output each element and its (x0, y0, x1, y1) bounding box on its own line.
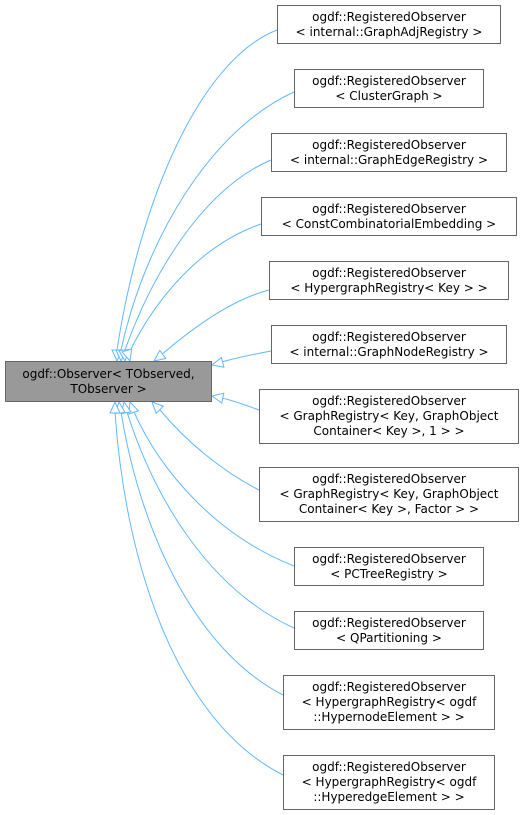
node-line: < internal::GraphAdjRegistry > (295, 24, 483, 39)
inheritance-arrowhead (109, 400, 121, 414)
node-line: ogdf::RegisteredObserver (312, 394, 466, 408)
node-line: < ConstCombinatorialEmbedding > (281, 216, 497, 231)
inheritance-edge (133, 411, 295, 567)
inheritance-arrowhead (210, 392, 225, 404)
derived-node-const-combinatorial-embedding[interactable]: ogdf::RegisteredObserver < ConstCombinat… (261, 197, 517, 236)
node-line: < internal::GraphEdgeRegistry > (290, 152, 488, 167)
base-class-node[interactable]: ogdf::Observer< TObserved, TObserver > (5, 361, 212, 402)
node-line: < internal::GraphNodeRegistry > (289, 344, 489, 359)
derived-node-hypergraph-registry-hyperedge[interactable]: ogdf::RegisteredObserver < HypergraphReg… (283, 755, 495, 810)
inheritance-edge (126, 411, 295, 629)
node-line: ogdf::RegisteredObserver (312, 472, 466, 486)
inheritance-arrowhead (153, 349, 167, 362)
inheritance-edge (159, 289, 270, 357)
derived-node-hypergraph-registry-key[interactable]: ogdf::RegisteredObserver < HypergraphReg… (269, 261, 509, 300)
derived-node-graph-edge-registry[interactable]: ogdf::RegisteredObserver < internal::Gra… (271, 133, 507, 172)
base-class-line-2: TObserver > (70, 381, 147, 396)
derived-node-q-partitioning[interactable]: ogdf::RegisteredObserver < QPartitioning… (294, 611, 484, 650)
base-class-line-1: ogdf::Observer< TObserved, (22, 366, 195, 381)
node-line: < GraphRegistry< Key, GraphObject (279, 409, 499, 423)
derived-node-graph-node-registry[interactable]: ogdf::RegisteredObserver < internal::Gra… (271, 325, 507, 364)
node-line: < PCTreeRegistry > (330, 566, 448, 581)
node-line: < GraphRegistry< Key, GraphObject (279, 487, 499, 501)
inheritance-edge (114, 411, 284, 776)
node-line: ogdf::RegisteredObserver (312, 201, 466, 216)
inheritance-edge (159, 409, 260, 491)
derived-node-pc-tree-registry[interactable]: ogdf::RegisteredObserver < PCTreeRegistr… (294, 547, 484, 586)
inheritance-arrowhead (121, 348, 133, 363)
node-line: < HypergraphRegistry< ogdf (301, 695, 477, 709)
derived-node-graph-registry-1[interactable]: ogdf::RegisteredObserver < GraphRegistry… (259, 389, 519, 444)
node-line: ogdf::RegisteredObserver (312, 680, 466, 694)
node-line: < ClusterGraph > (335, 88, 443, 103)
inheritance-edge (116, 29, 278, 351)
node-line: < HypergraphRegistry< Key > > (290, 280, 488, 295)
node-line: Container< Key >, 1 > > (313, 424, 465, 438)
node-line: ogdf::RegisteredObserver (312, 551, 466, 566)
node-line: ogdf::RegisteredObserver (312, 73, 466, 88)
inheritance-edge (221, 397, 260, 411)
inheritance-arrowhead (151, 401, 165, 415)
node-line: < HypergraphRegistry< ogdf (301, 775, 477, 789)
node-line: ogdf::RegisteredObserver (312, 615, 466, 630)
node-line: Container< Key >, Factor > > (298, 502, 480, 516)
derived-node-graph-adj-registry[interactable]: ogdf::RegisteredObserver < internal::Gra… (277, 5, 501, 44)
derived-node-graph-registry-factor[interactable]: ogdf::RegisteredObserver < GraphRegistry… (259, 467, 519, 522)
node-line: ogdf::RegisteredObserver (312, 265, 466, 280)
inheritance-edge (221, 350, 272, 363)
node-line: ::HypernodeElement > > (313, 710, 465, 724)
node-line: < QPartitioning > (336, 630, 442, 645)
node-line: ogdf::RegisteredObserver (312, 9, 466, 24)
node-line: ogdf::RegisteredObserver (312, 137, 466, 152)
inheritance-edge (120, 411, 284, 696)
inheritance-edge (120, 91, 295, 351)
inheritance-edge (124, 159, 272, 351)
derived-node-cluster-graph[interactable]: ogdf::RegisteredObserver < ClusterGraph … (294, 69, 484, 108)
node-line: ogdf::RegisteredObserver (312, 760, 466, 774)
node-line: ::HyperedgeElement > > (313, 790, 465, 804)
inheritance-edge (129, 223, 262, 352)
derived-node-hypergraph-registry-hypernode[interactable]: ogdf::RegisteredObserver < HypergraphReg… (283, 675, 495, 730)
inheritance-arrowhead (128, 400, 140, 415)
node-line: ogdf::RegisteredObserver (312, 329, 466, 344)
inheritance-arrowhead (210, 356, 225, 368)
